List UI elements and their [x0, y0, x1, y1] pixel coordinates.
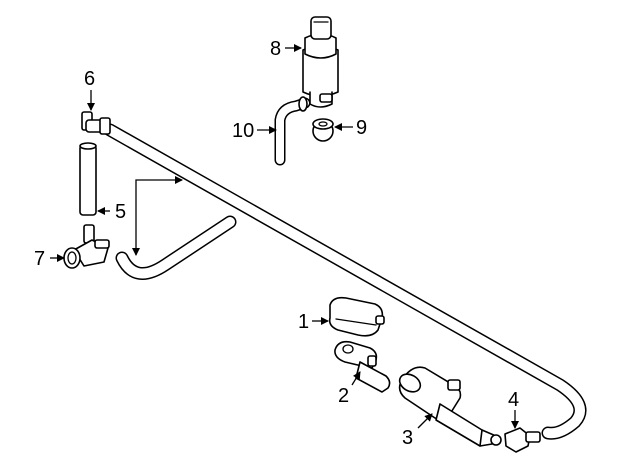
- callout-8: 8: [270, 38, 281, 60]
- leader-lines: [50, 44, 519, 429]
- callout-labels: 1 2 3 4 5 6 7 8 9 10: [34, 38, 519, 449]
- callout-10: 10: [232, 120, 254, 142]
- callout-5: 5: [115, 201, 126, 223]
- callout-3: 3: [402, 427, 413, 449]
- washer-nozzle-body: [334, 340, 391, 393]
- callout-4: 4: [508, 389, 519, 411]
- callout-2: 2: [338, 385, 349, 407]
- callout-7: 7: [34, 248, 45, 270]
- tee-connector: [63, 224, 110, 269]
- pump-grommet: [312, 118, 334, 142]
- elbow-connector: [504, 427, 541, 453]
- washer-pump: [302, 16, 339, 108]
- main-hose: [103, 123, 587, 440]
- callout-6: 6: [84, 68, 95, 90]
- reservoir-cap: [328, 296, 385, 337]
- telescopic-cylinder: [398, 366, 502, 447]
- short-hose: [115, 215, 237, 280]
- elbow-fitting: [81, 111, 111, 135]
- callout-9: 9: [356, 117, 367, 139]
- hose-segment: [79, 142, 97, 216]
- callout-1: 1: [298, 311, 309, 333]
- pump-elbow-hose: [274, 96, 311, 166]
